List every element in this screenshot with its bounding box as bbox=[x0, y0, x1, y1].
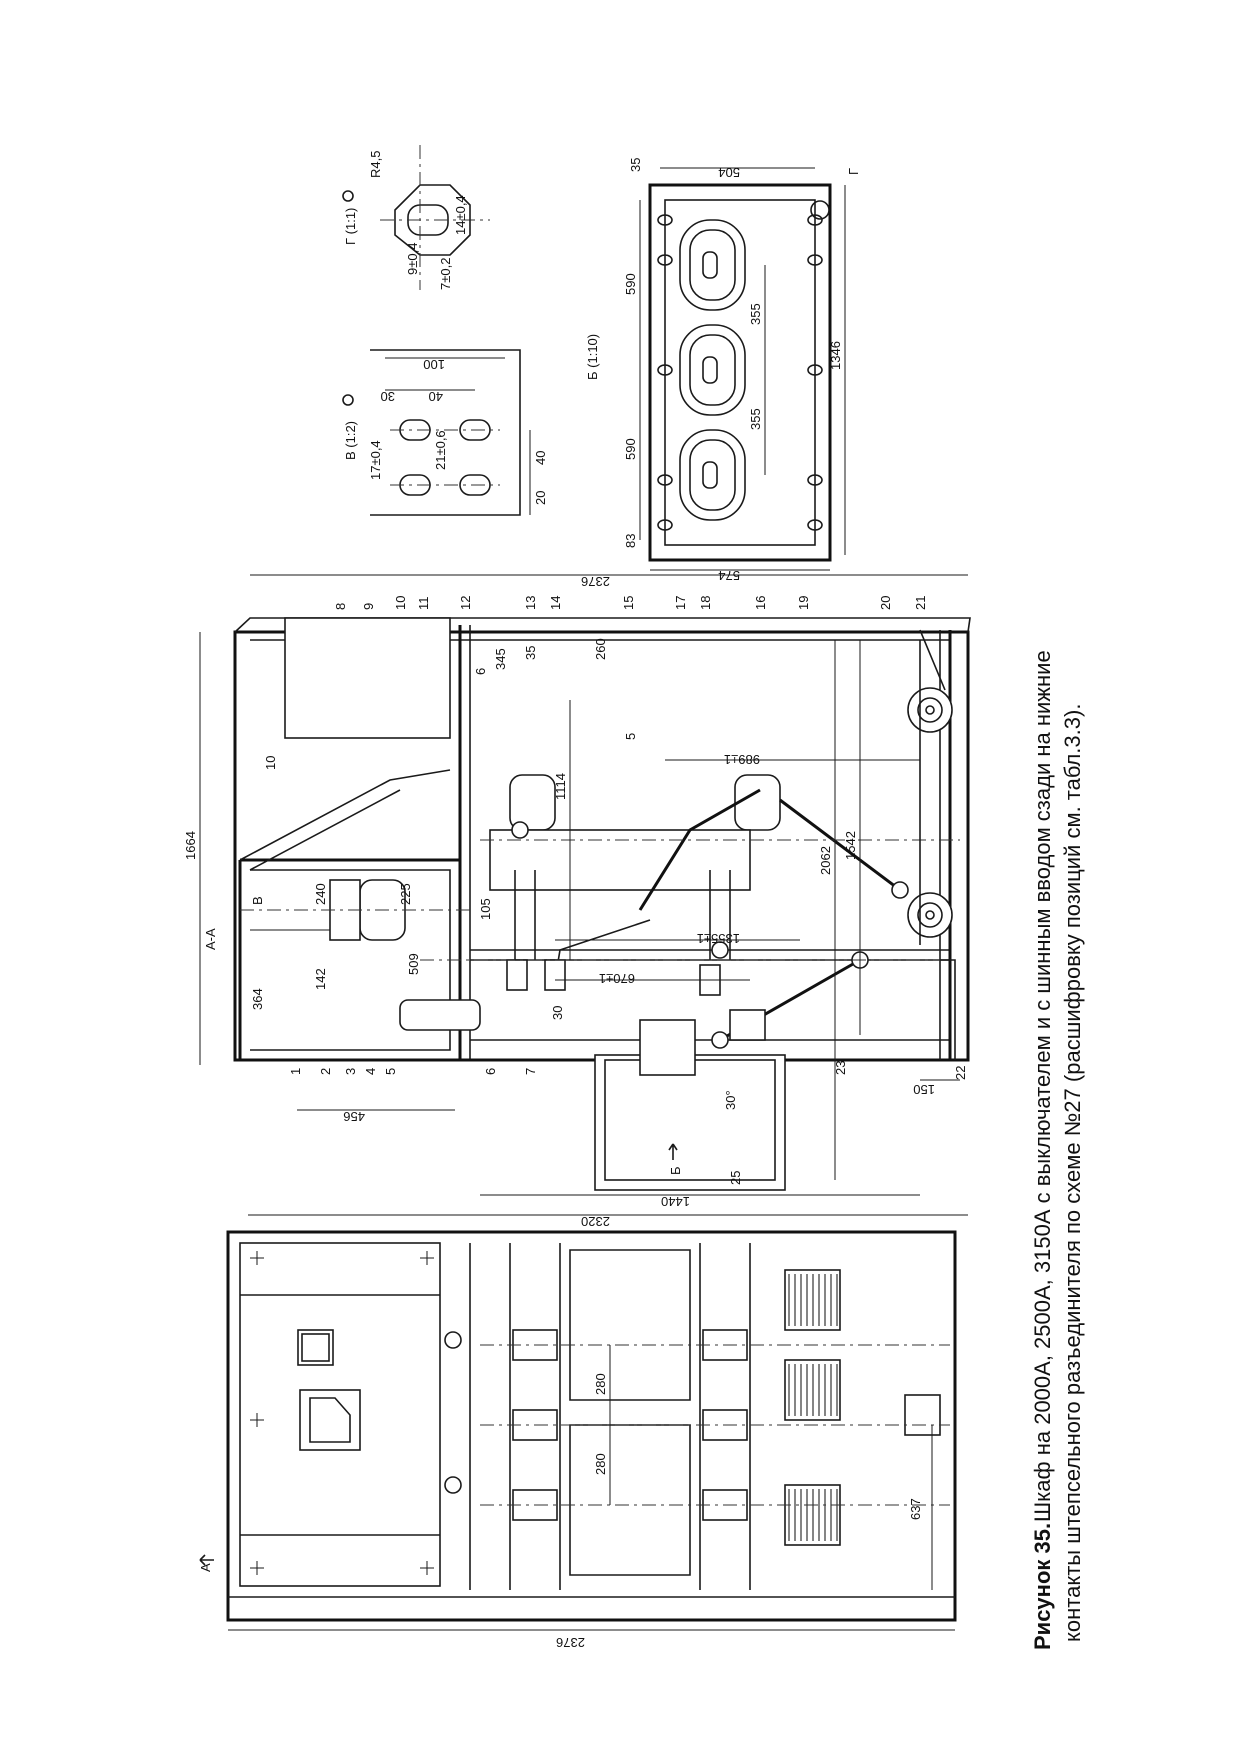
v-dim-40a: 40 bbox=[429, 389, 443, 404]
sec-dim-989: 989±1 bbox=[724, 752, 760, 767]
caption-label: Рисунок 35. bbox=[1030, 1523, 1055, 1650]
sec-dim-1542: 1542 bbox=[843, 831, 858, 860]
v-dim-100: 100 bbox=[423, 357, 445, 372]
position-number: 18 bbox=[698, 596, 713, 610]
sec-dim-456: 456 bbox=[343, 1109, 365, 1124]
b-dim-574: 574 bbox=[718, 568, 740, 583]
position-number: 23 bbox=[833, 1061, 848, 1075]
g-dim-14: 14±0,4 bbox=[453, 195, 468, 235]
g-dim-r45: R4,5 bbox=[368, 151, 383, 178]
position-number: 10 bbox=[263, 756, 278, 770]
marker-v: В bbox=[250, 896, 265, 905]
view-b: 504 35 590 590 355 355 1346 83 574 Г Б (… bbox=[585, 158, 861, 583]
b-dim-35: 35 bbox=[628, 158, 643, 172]
sec-dim-150: 150 bbox=[913, 1082, 935, 1097]
v-dim-20: 20 bbox=[533, 491, 548, 505]
v-dim-30: 30 bbox=[381, 389, 395, 404]
position-number: 8 bbox=[333, 603, 348, 610]
position-number: 17 bbox=[673, 596, 688, 610]
sec-dim-30: 30 bbox=[550, 1006, 565, 1020]
sec-dim-5: 5 bbox=[623, 733, 638, 740]
b-dim-1346: 1346 bbox=[828, 341, 843, 370]
position-number: 22 bbox=[953, 1066, 968, 1080]
caption-line1: Шкаф на 2000А, 2500А, 3150А с выключател… bbox=[1030, 650, 1055, 1522]
view-g-label: Г (1:1) bbox=[343, 208, 358, 245]
sec-dim-2320: 2320 bbox=[581, 1214, 610, 1229]
b-dim-355a: 355 bbox=[748, 303, 763, 325]
b-dim-83: 83 bbox=[623, 534, 638, 548]
g-dim-7: 7±0,2 bbox=[438, 258, 453, 290]
sec-dim-670: 670±1 bbox=[599, 971, 635, 986]
position-number: 25 bbox=[728, 1171, 743, 1185]
sec-dim-6: 6 bbox=[473, 668, 488, 675]
position-number: 6 bbox=[483, 1068, 498, 1075]
marker-a: А bbox=[198, 1563, 213, 1572]
view-v: 100 30 40 17±0,4 21±0,6 40 20 В (1:2) bbox=[342, 349, 548, 516]
front-dim-637: 637 bbox=[908, 1498, 923, 1520]
b-marker-g: Г bbox=[846, 168, 861, 175]
position-number: 9 bbox=[361, 603, 376, 610]
v-dim-21: 21±0,6 bbox=[433, 430, 448, 470]
sec-dim-345: 345 bbox=[493, 648, 508, 670]
sec-dim-509: 509 bbox=[406, 953, 421, 975]
caption-line2: контакты штепсельного разъединителя по с… bbox=[1060, 704, 1085, 1642]
b-dim-590b: 590 bbox=[623, 438, 638, 460]
b-dim-504: 504 bbox=[718, 165, 740, 180]
position-number: 5 bbox=[383, 1068, 398, 1075]
position-number: 14 bbox=[548, 596, 563, 610]
position-number: 10 bbox=[393, 596, 408, 610]
view-b-label: Б (1:10) bbox=[585, 334, 600, 380]
position-number: 2 bbox=[318, 1068, 333, 1075]
position-number: 11 bbox=[416, 597, 431, 611]
sec-dim-260: 260 bbox=[593, 638, 608, 660]
position-number: 4 bbox=[363, 1068, 378, 1075]
b-dim-590a: 590 bbox=[623, 273, 638, 295]
sec-dim-2376: 2376 bbox=[581, 574, 610, 589]
position-number: 19 bbox=[796, 596, 811, 610]
sec-dim-2062: 2062 bbox=[818, 846, 833, 875]
front-dim-280b: 280 bbox=[593, 1453, 608, 1475]
view-g: R4,5 14±0,4 9±0,4 7±0,2 Г (1:1) bbox=[342, 145, 490, 290]
section-label: А-А bbox=[203, 928, 218, 950]
front-dim-280a: 280 bbox=[593, 1373, 608, 1395]
v-dim-40b: 40 bbox=[533, 451, 548, 465]
v-dim-17: 17±0,4 bbox=[368, 440, 383, 480]
position-number: 7 bbox=[523, 1068, 538, 1075]
sec-dim-240: 240 bbox=[313, 883, 328, 905]
figure-caption: Рисунок 35. Шкаф на 2000А, 2500А, 3150А … bbox=[1030, 650, 1085, 1650]
b-dim-355b: 355 bbox=[748, 408, 763, 430]
sec-dim-142: 142 bbox=[313, 968, 328, 990]
position-number: 13 bbox=[523, 596, 538, 610]
view-v-label: В (1:2) bbox=[343, 421, 358, 460]
position-number: 3 bbox=[343, 1068, 358, 1075]
front-dim-2376: 2376 bbox=[556, 1635, 585, 1650]
sec-dim-225: 225 bbox=[398, 883, 413, 905]
sec-dim-1355: 1355±1 bbox=[697, 931, 740, 946]
position-number: 21 bbox=[913, 596, 928, 610]
sec-dim-30deg: 30° bbox=[723, 1090, 738, 1110]
g-dim-9: 9±0,4 bbox=[405, 243, 420, 275]
sec-dim-1664: 1664 bbox=[183, 831, 198, 860]
section-view: 1664 2376 2320 1440 456 364 142 240 225 … bbox=[183, 574, 971, 1229]
marker-b: Б bbox=[668, 1166, 683, 1175]
sec-dim-364: 364 bbox=[250, 988, 265, 1010]
position-number: 12 bbox=[458, 596, 473, 610]
position-number: 15 bbox=[621, 596, 636, 610]
sec-dim-105: 105 bbox=[478, 898, 493, 920]
position-number: 16 bbox=[753, 596, 768, 610]
front-view: 2376 637 280 280 А bbox=[198, 1230, 957, 1650]
position-number: 1 bbox=[288, 1068, 303, 1075]
sec-dim-1114: 1114 bbox=[553, 773, 568, 800]
sec-dim-1440: 1440 bbox=[661, 1194, 690, 1209]
position-number: 20 bbox=[878, 596, 893, 610]
sec-dim-35: 35 bbox=[523, 646, 538, 660]
